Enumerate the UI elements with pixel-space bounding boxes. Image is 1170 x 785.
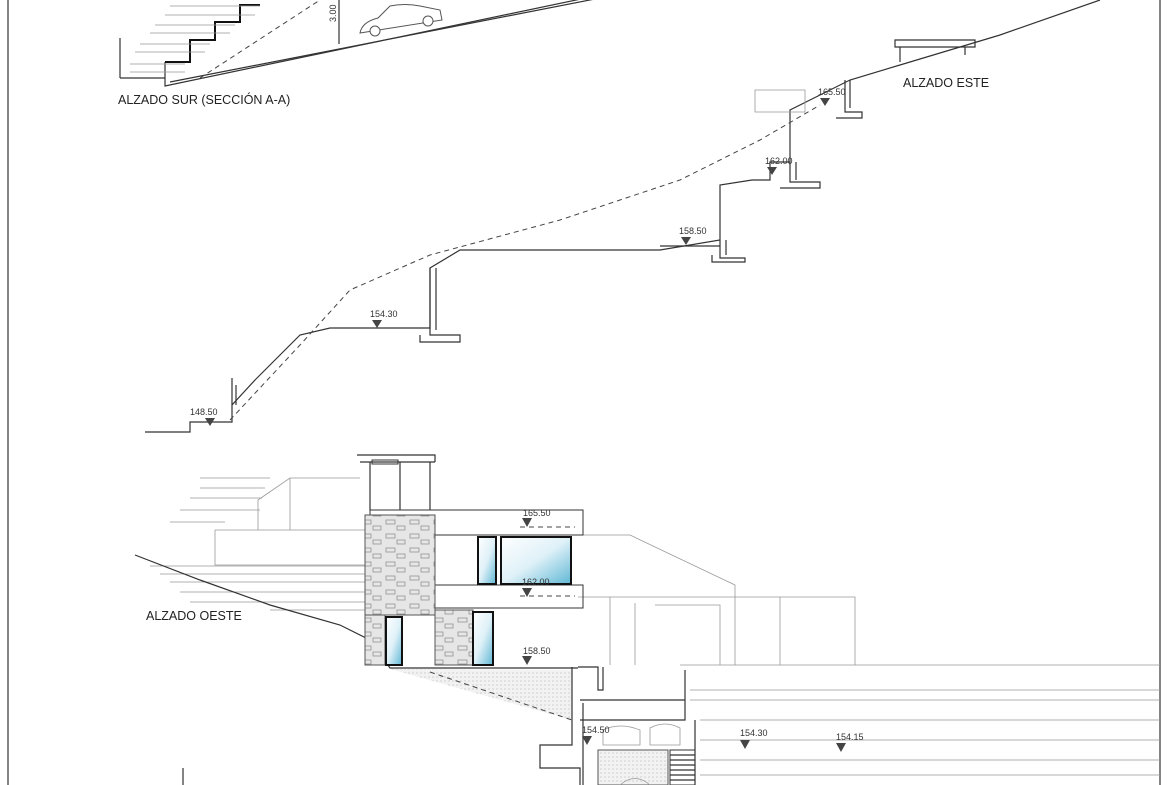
door-glass <box>385 616 403 666</box>
level-marker: 165.50 <box>520 508 575 528</box>
level-marker: 154.15 <box>836 732 864 752</box>
svg-text:154.30: 154.30 <box>740 728 768 738</box>
svg-text:162.00: 162.00 <box>765 156 793 166</box>
level-marker: 165.50 <box>818 87 846 106</box>
svg-text:165.50: 165.50 <box>818 87 846 97</box>
stone-cladding <box>364 514 436 616</box>
svg-text:154.15: 154.15 <box>836 732 864 742</box>
level-marker: 162.00 <box>520 577 575 597</box>
svg-text:158.50: 158.50 <box>679 226 707 236</box>
level-marker: 158.50 <box>522 646 551 665</box>
level-marker: 162.00 <box>765 156 793 175</box>
door-glass <box>472 611 494 666</box>
level-marker: 154.50 <box>582 725 610 745</box>
south-elevation-title: ALZADO SUR (SECCIÓN A-A) <box>118 92 290 107</box>
svg-text:165.50: 165.50 <box>523 508 551 518</box>
car-icon <box>602 723 681 785</box>
car-icon <box>359 4 443 37</box>
level-marker: 154.30 <box>740 728 768 749</box>
svg-text:154.50: 154.50 <box>582 725 610 735</box>
level-marker: 154.30 <box>370 309 398 328</box>
east-elevation-title: ALZADO ESTE <box>903 76 989 90</box>
level-marker: 158.50 <box>679 226 707 245</box>
svg-text:154.30: 154.30 <box>370 309 398 319</box>
east-elevation: ALZADO ESTE 165.50 162.00 158.50 154.30 … <box>145 0 1101 433</box>
south-elevation: 3.00 ALZADO SUR (SECCIÓN A-A) <box>118 0 593 107</box>
svg-text:148.50: 148.50 <box>190 407 218 417</box>
window <box>477 536 497 585</box>
level-marker: 148.50 <box>190 407 218 426</box>
dimension-label: 3.00 <box>328 4 338 22</box>
window <box>500 536 572 585</box>
svg-text:162.00: 162.00 <box>522 577 550 587</box>
west-elevation-title: ALZADO OESTE <box>146 609 242 623</box>
svg-text:158.50: 158.50 <box>523 646 551 656</box>
west-elevation: ALZADO OESTE 165.50 162.00 158.50 154.50… <box>134 454 1160 785</box>
